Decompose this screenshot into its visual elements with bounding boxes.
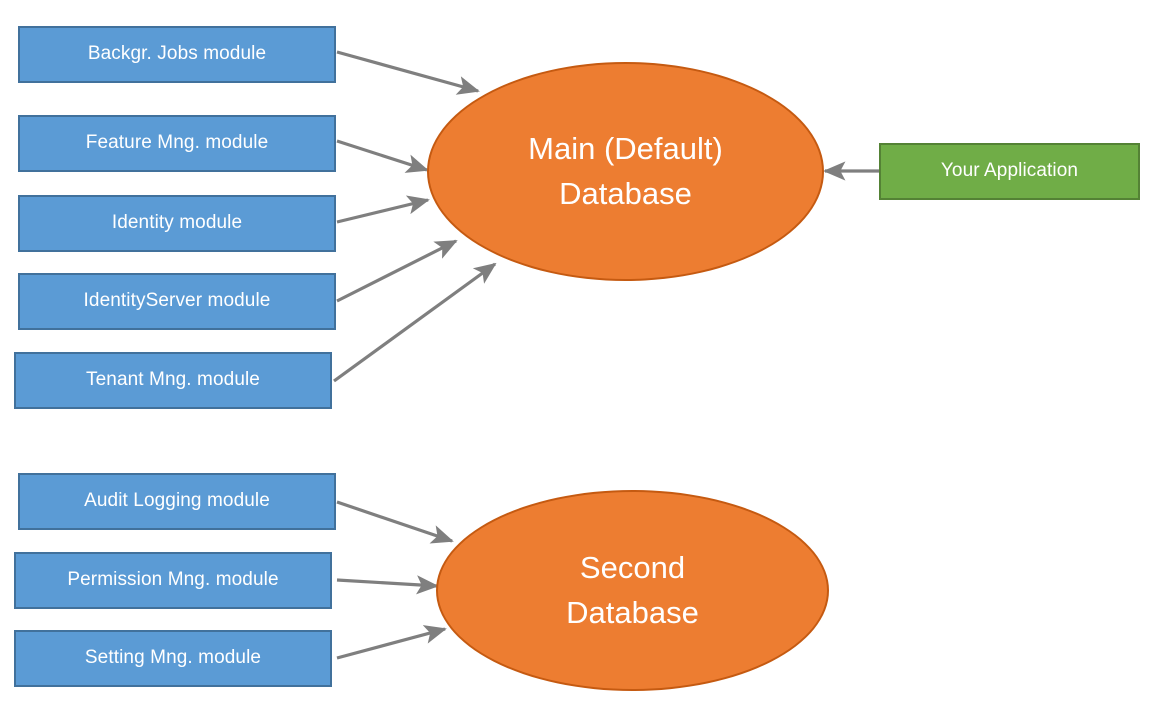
database-label-line-2: Database [566,594,699,630]
module-label: Audit Logging module [84,490,270,512]
connector-feature-mng-to-main-db [336,139,429,173]
database-ellipse-second[interactable]: Second Database [436,490,829,691]
module-box-setting-mng[interactable]: Setting Mng. module [14,630,332,687]
connector-audit-logging-to-second-db [336,500,454,544]
module-box-identity[interactable]: Identity module [18,195,336,252]
module-box-identityserver[interactable]: IdentityServer module [18,273,336,330]
module-box-audit-logging[interactable]: Audit Logging module [18,473,336,530]
connector-backgr-jobs-to-main-db [336,50,480,95]
module-label: Tenant Mng. module [86,369,260,391]
application-label: Your Application [940,160,1079,182]
database-ellipse-main[interactable]: Main (Default) Database [427,62,824,281]
application-box[interactable]: Your Application [879,143,1140,200]
connector-identity-to-main-db [336,195,430,224]
database-label-line-2: Database [559,175,692,211]
module-box-tenant-mng[interactable]: Tenant Mng. module [14,352,332,409]
module-box-feature-mng[interactable]: Feature Mng. module [18,115,336,172]
module-box-permission-mng[interactable]: Permission Mng. module [14,552,332,609]
module-label: Feature Mng. module [85,132,269,154]
module-box-backgr-jobs[interactable]: Backgr. Jobs module [18,26,336,83]
module-label: Identity module [111,212,243,234]
database-label-line-1: Main (Default) [528,130,723,166]
connector-tenant-mng-to-main-db [333,262,497,383]
module-label: Backgr. Jobs module [87,43,267,65]
module-label: Setting Mng. module [84,647,262,669]
module-label: Permission Mng. module [67,569,279,591]
connector-permission-mng-to-second-db [336,575,439,595]
connector-setting-mng-to-second-db [336,625,447,660]
connector-identityserver-to-main-db [336,239,458,303]
module-label: IdentityServer module [83,290,271,312]
database-label-line-1: Second [579,549,686,585]
